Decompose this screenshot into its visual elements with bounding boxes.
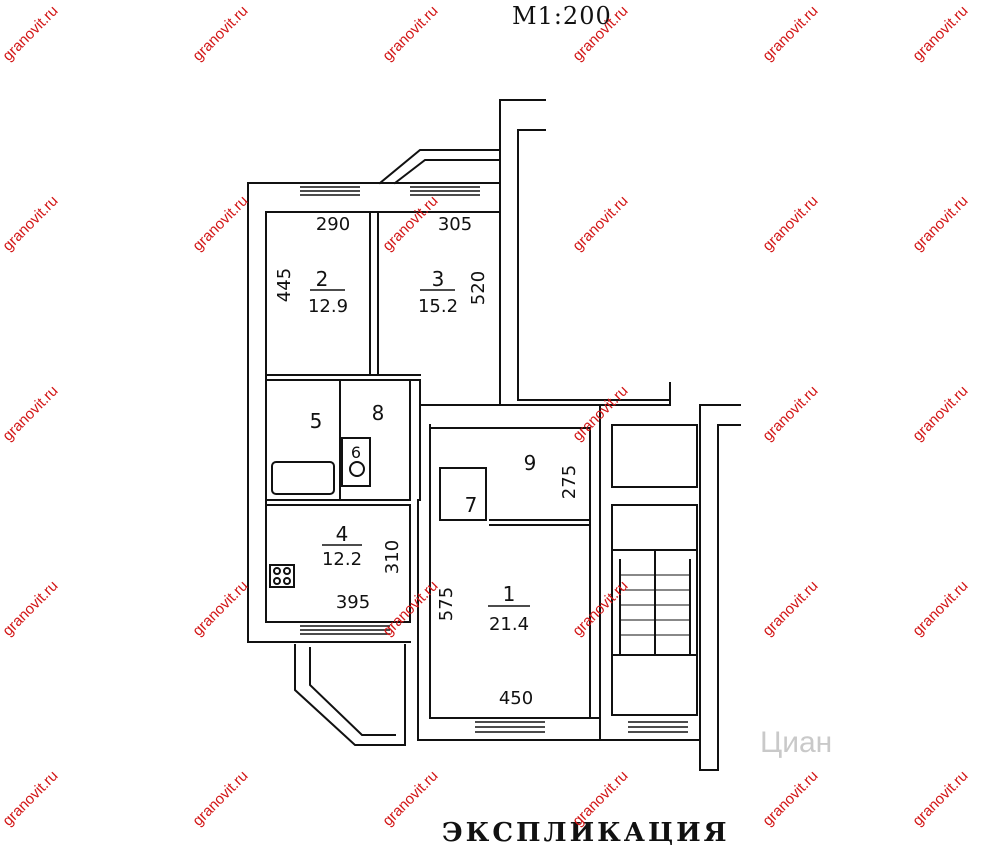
dim-room1-depth: 575 [436,587,457,621]
room-number-9: 9 [524,451,537,475]
dim-room3-width: 305 [438,214,472,235]
room-number-7: 7 [465,493,478,517]
dim-room4-depth: 310 [382,540,403,574]
faint-watermark: Циан [760,726,832,759]
dim-room9-depth: 275 [559,465,580,499]
room-number-1: 1 [503,582,516,606]
dim-room2-width: 290 [316,214,350,235]
room-number-5: 5 [310,409,323,433]
dim-room1-width: 450 [499,688,533,709]
room-area-3: 15.2 [418,296,458,317]
dim-room4-width: 395 [336,592,370,613]
explication-heading: ЭКСПЛИКАЦИЯ [442,818,730,848]
room-number-8: 8 [372,401,385,425]
dim-room2-depth: 445 [274,268,295,302]
room-area-1: 21.4 [489,614,529,635]
room-area-4: 12.2 [322,549,362,570]
dim-room3-depth: 520 [468,271,489,305]
scale-label: М1:200 [512,2,612,30]
room-number-3: 3 [432,267,445,291]
room-number-6: 6 [351,443,361,462]
room-area-2: 12.9 [308,296,348,317]
room-number-2: 2 [316,267,329,291]
room-number-4: 4 [336,522,349,546]
